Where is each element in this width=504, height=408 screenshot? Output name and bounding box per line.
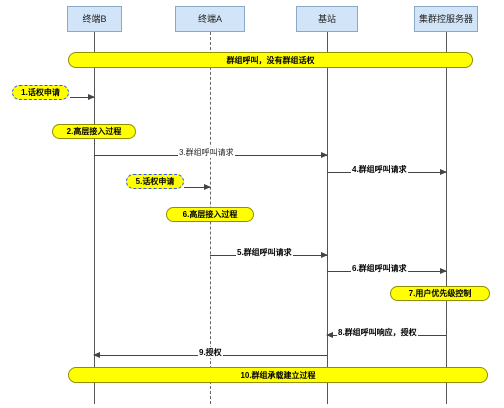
lifeline-trunk-server — [446, 32, 447, 404]
arrow-floor-request-1 — [70, 94, 95, 100]
arrow-grant-9: 9.授权 — [93, 347, 327, 358]
group-bearer-setup-bar: 10.群组承载建立过程 — [68, 367, 488, 383]
lifeline-header-base-station: 基站 — [296, 6, 358, 32]
high-layer-access-pill-2: 2.高层接入过程 — [52, 124, 136, 139]
lifeline-terminal-b — [94, 32, 95, 404]
arrow-group-call-request-3: 3.群组呼叫请求 — [94, 147, 328, 158]
user-priority-control-pill-7: 7.用户优先级控制 — [390, 286, 490, 301]
arrow-group-call-response-8: 8.群组呼叫响应，授权 — [326, 327, 446, 338]
label-step-6b: 6.群组呼叫请求 — [351, 263, 408, 274]
label-step-5b: 5.群组呼叫请求 — [236, 247, 293, 258]
lifeline-header-terminal-a: 终端A — [175, 6, 245, 32]
label-step-9: 9.授权 — [198, 347, 223, 358]
arrow-group-call-request-5b: 5.群组呼叫请求 — [210, 247, 328, 258]
label-step-4: 4.群组呼叫请求 — [351, 164, 408, 175]
lifeline-header-trunk-server: 集群控服务器 — [414, 6, 478, 32]
label-step-8: 8.群组呼叫响应，授权 — [337, 327, 418, 338]
lifeline-header-terminal-b: 终端B — [67, 6, 122, 32]
arrow-group-call-request-6b: 6.群组呼叫请求 — [327, 263, 447, 274]
arrow-floor-request-5 — [184, 184, 211, 190]
high-layer-access-pill-6: 6.高层接入过程 — [166, 207, 254, 222]
group-call-no-floor-bar: 群组呼叫，没有群组话权 — [68, 52, 473, 68]
floor-request-pill-5: 5.话权申请 — [126, 174, 184, 189]
arrow-group-call-request-4: 4.群组呼叫请求 — [327, 164, 447, 175]
lifeline-base-station — [327, 32, 328, 404]
floor-request-pill-1: 1.话权申请 — [12, 85, 69, 100]
label-step-3: 3.群组呼叫请求 — [178, 147, 235, 158]
